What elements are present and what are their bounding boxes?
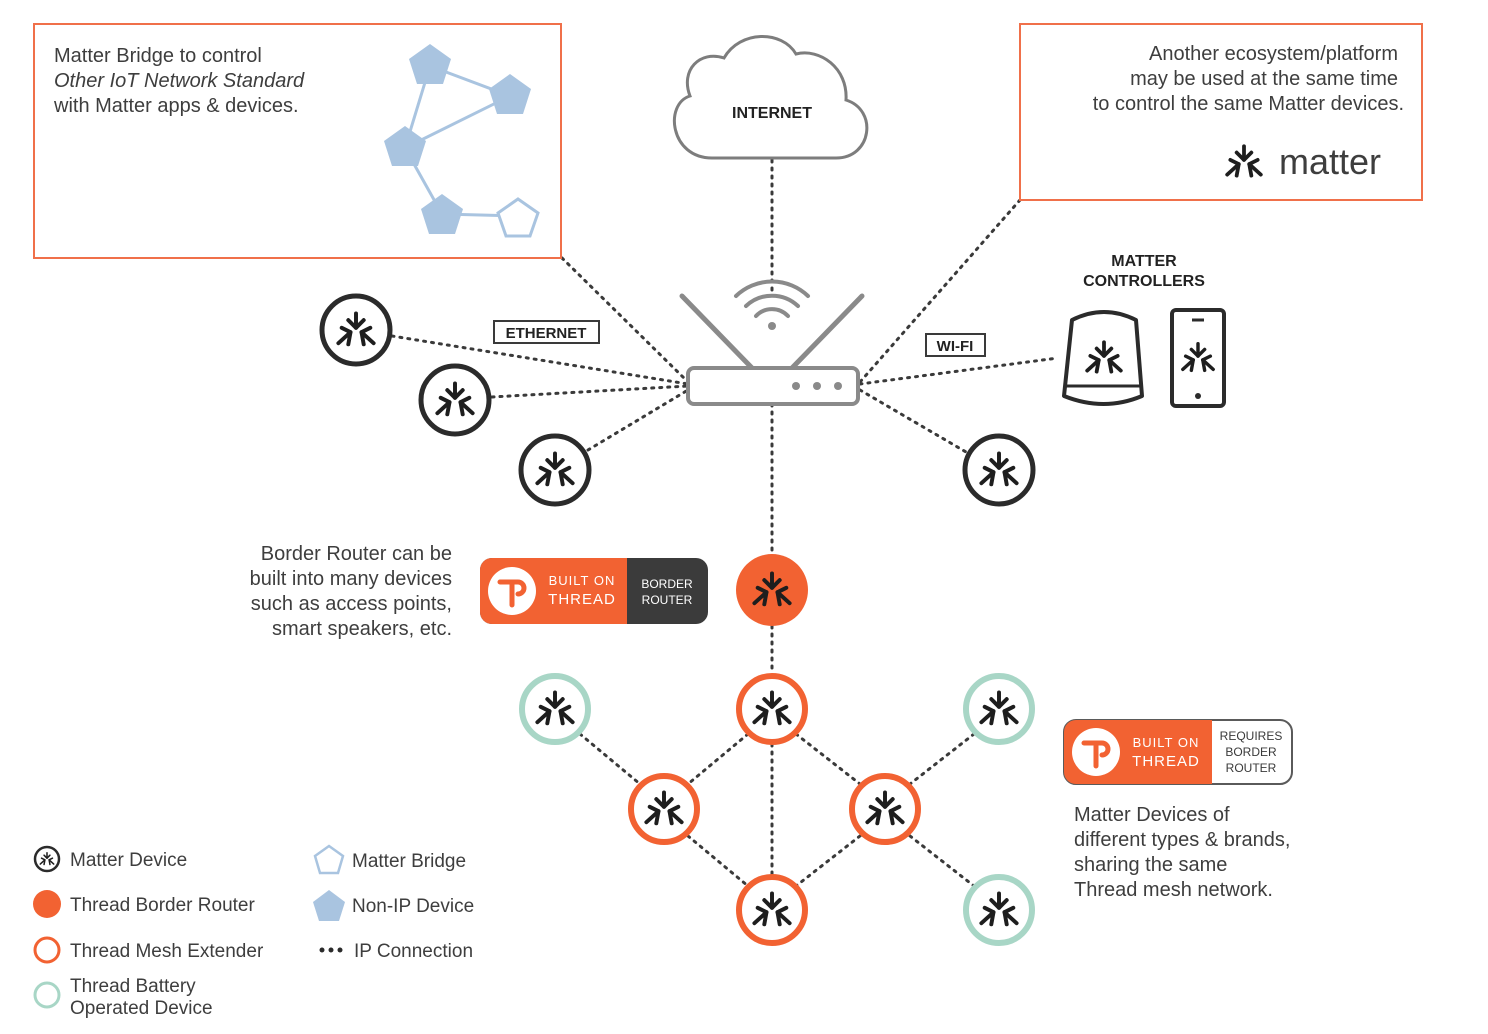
mesh-link <box>686 732 750 786</box>
legend-matter-device: Matter Device <box>33 845 187 873</box>
mesh-link <box>908 732 976 786</box>
thread-logo-icon <box>488 567 536 615</box>
mesh-link <box>578 732 642 786</box>
badge-side-text: ROUTER <box>642 593 693 607</box>
matter-device <box>319 293 393 367</box>
thread-requires-border-router-badge: BUILT ON THREAD REQUIRES BORDER ROUTER <box>1063 719 1293 785</box>
router-icon <box>679 279 865 406</box>
ip-connections <box>390 158 1060 888</box>
thread-battery-device <box>519 673 591 745</box>
badge-side-text: BORDER <box>1225 745 1277 759</box>
thread-logo-icon <box>1072 728 1120 776</box>
note-line: sharing the same <box>1074 854 1227 876</box>
legend-ip-connection: IP Connection <box>319 941 473 962</box>
note-line: such as access points, <box>251 593 452 615</box>
pentagon-icon <box>313 844 345 875</box>
bridge-text-line3: with Matter apps & devices. <box>53 95 299 117</box>
controllers-label-line2: CONTROLLERS <box>1083 273 1205 290</box>
bridge-panel: Matter Bridge to control Other IoT Netwo… <box>33 23 562 259</box>
note-line: different types & brands, <box>1074 829 1290 851</box>
non-ip-network-graphic <box>384 44 540 238</box>
pentagon-icon <box>421 194 463 234</box>
wifi-tag: WI-FI <box>925 333 986 357</box>
wifi-label: WI-FI <box>937 338 974 355</box>
note-line: built into many devices <box>250 568 452 590</box>
thread-border-router <box>736 554 808 626</box>
cloud-icon: INTERNET <box>672 35 869 160</box>
legend-label: Matter Device <box>70 850 187 871</box>
thread-border-router-badge: BUILT ON THREAD BORDER ROUTER <box>480 558 708 624</box>
ecosystem-text-line1: Another ecosystem/platform <box>1149 43 1398 65</box>
matter-wordmark: matter <box>1279 141 1381 182</box>
wifi-device-connection <box>858 388 968 454</box>
mesh-link <box>908 834 976 888</box>
mesh-note: Matter Devices of different types & bran… <box>1074 804 1290 901</box>
phone-icon <box>1170 308 1226 408</box>
ecosystem-text-line3: to control the same Matter devices. <box>1093 93 1404 115</box>
legend-label: Operated Device <box>70 998 213 1019</box>
wifi-icon <box>734 279 810 330</box>
wifi-controller-connection <box>858 356 1060 386</box>
legend-thread-mesh-extender: Thread Mesh Extender <box>33 936 264 964</box>
legend-thread-border-router: Thread Border Router <box>33 890 255 918</box>
thread-mesh-extender <box>849 773 921 845</box>
thread-battery-device <box>963 673 1035 745</box>
legend-label: Non-IP Device <box>352 896 474 917</box>
thread-mesh-extender <box>736 874 808 946</box>
matter-device <box>962 433 1036 507</box>
note-line: Border Router can be <box>261 543 452 565</box>
thread-mesh-extender <box>736 673 808 745</box>
legend-label: Thread Mesh Extender <box>70 941 264 962</box>
legend-thread-battery-device: Thread Battery Operated Device <box>33 976 213 1019</box>
legend-non-ip-device: Non-IP Device <box>313 890 474 921</box>
thread-mesh-extender <box>628 773 700 845</box>
mesh-link <box>794 834 862 888</box>
legend-label: Matter Bridge <box>352 851 466 872</box>
badge-built-on: BUILT ON <box>1133 735 1200 750</box>
bridge-text-line1: Matter Bridge to control <box>54 45 262 67</box>
note-line: Thread mesh network. <box>1074 879 1273 901</box>
badge-side-text: BORDER <box>641 577 693 591</box>
ethernet-label: ETHERNET <box>506 325 587 342</box>
badge-thread: THREAD <box>1132 753 1200 770</box>
matter-device <box>518 433 592 507</box>
bridge-text-line2: Other IoT Network Standard <box>54 70 305 92</box>
ethernet-connection-2 <box>490 384 690 399</box>
pentagon-icon <box>489 74 531 114</box>
badge-side-text: ROUTER <box>1226 761 1277 775</box>
ecosystem-panel: Another ecosystem/platform may be used a… <box>1019 23 1423 201</box>
legend-matter-bridge: Matter Bridge <box>313 844 466 875</box>
bridge-connection <box>560 256 690 384</box>
border-router-note: Border Router can be built into many dev… <box>250 543 452 640</box>
legend-label: IP Connection <box>354 941 473 962</box>
ethernet-connection-3 <box>586 388 690 452</box>
ethernet-connection-1 <box>390 334 690 386</box>
note-line: smart speakers, etc. <box>272 618 452 640</box>
matter-device <box>418 363 492 437</box>
pentagon-icon <box>409 44 451 84</box>
pentagon-icon <box>496 197 540 238</box>
ecosystem-connection <box>858 198 1022 384</box>
legend: Matter Device Thread Border Router Threa… <box>33 844 474 1019</box>
mesh-link <box>794 732 862 786</box>
internet-label: INTERNET <box>732 105 812 122</box>
controllers-label-line1: MATTER <box>1111 253 1177 270</box>
legend-label: Thread Battery <box>70 976 196 997</box>
pentagon-icon <box>384 126 426 166</box>
ecosystem-text-line2: may be used at the same time <box>1130 68 1398 90</box>
smart-speaker-icon <box>1062 310 1144 406</box>
badge-side-text: REQUIRES <box>1220 729 1283 743</box>
ethernet-tag: ETHERNET <box>493 320 600 344</box>
note-line: Matter Devices of <box>1074 804 1230 826</box>
badge-built-on: BUILT ON <box>549 573 616 588</box>
pentagon-icon <box>313 890 345 921</box>
thread-battery-device <box>963 874 1035 946</box>
mesh-link <box>686 834 750 888</box>
legend-label: Thread Border Router <box>70 895 255 916</box>
badge-thread: THREAD <box>548 591 616 608</box>
